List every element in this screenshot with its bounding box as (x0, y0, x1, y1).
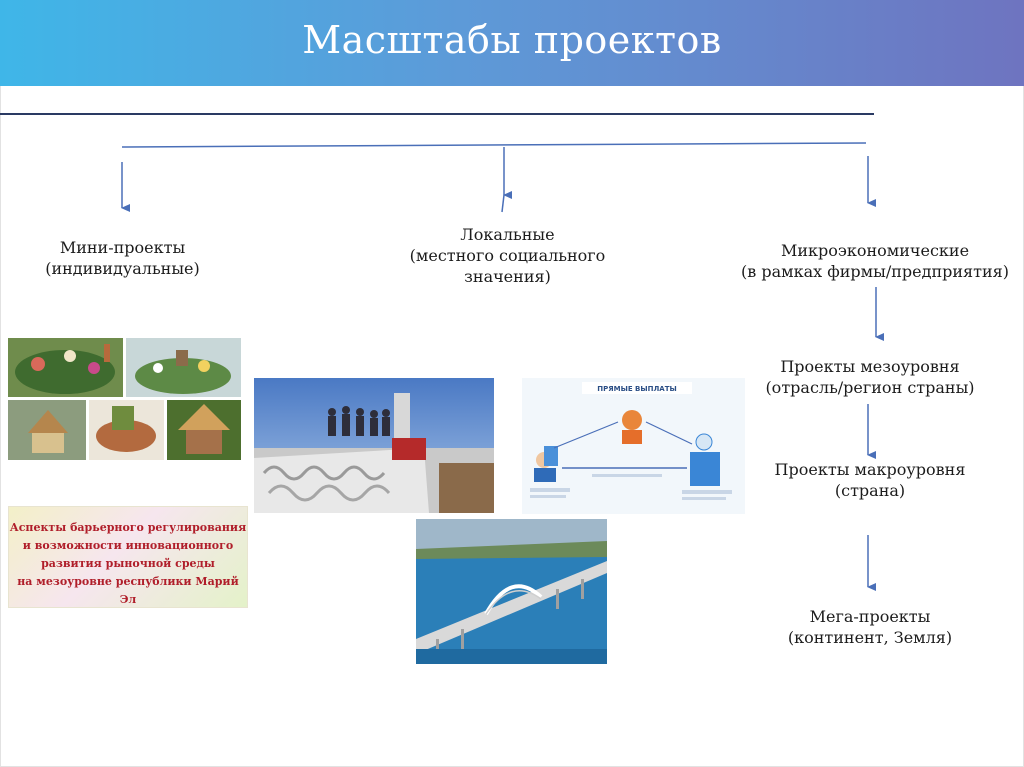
header-rule (0, 113, 874, 115)
node-micro-projects: Микроэкономические (в рамках фирмы/предп… (725, 240, 1024, 282)
node-mega-subtitle: (континент, Земля) (787, 628, 953, 647)
banner-line-3: развития рыночной среды (41, 557, 215, 570)
page-title: Масштабы проектов (302, 18, 722, 62)
node-micro-title: Микроэкономические (780, 241, 970, 260)
bridge-photo (416, 519, 607, 664)
node-local-projects: Локальные (местного социального значения… (390, 224, 625, 287)
node-meso-subtitle: (отрасль/регион страны) (765, 378, 975, 397)
node-meso-projects: Проекты мезоуровня (отрасль/регион стран… (735, 356, 1005, 398)
node-micro-subtitle: (в рамках фирмы/предприятия) (741, 262, 1009, 281)
garden-collage-image (8, 338, 241, 460)
node-macro-title: Проекты макроуровня (774, 460, 966, 479)
node-mega-projects: Мега-проекты (континент, Земля) (735, 606, 1005, 648)
node-local-subtitle-1: (местного социального (409, 246, 606, 265)
banner-line-1: Аспекты барьерного регулирования (9, 521, 247, 534)
node-mini-title: Мини-проекты (59, 238, 186, 257)
node-local-title: Локальные (460, 225, 555, 244)
branch-line (121, 142, 867, 148)
banner-line-4: на мезоуровне республики Марий Эл (17, 575, 239, 606)
node-mega-title: Мега-проекты (809, 607, 931, 626)
monument-photo (254, 378, 494, 513)
node-macro-projects: Проекты макроуровня (страна) (735, 459, 1005, 501)
node-macro-subtitle: (страна) (834, 481, 906, 500)
banner-line-2: и возможности инновационного (22, 539, 234, 552)
header-bar: Масштабы проектов (0, 0, 1024, 86)
arrow-to-local (501, 147, 512, 213)
node-meso-title: Проекты мезоуровня (780, 357, 960, 376)
node-mini-subtitle: (индивидуальные) (45, 259, 200, 278)
direct-payments-diagram-image: ПРЯМЫЕ ВЫПЛАТЫ (522, 378, 745, 514)
node-mini-projects: Мини-проекты (индивидуальные) (20, 237, 225, 279)
node-local-subtitle-2: значения) (464, 267, 551, 286)
research-banner-image: Аспекты барьерного регулирования и возмо… (8, 506, 248, 608)
payments-diagram-title: ПРЯМЫЕ ВЫПЛАТЫ (597, 385, 677, 393)
